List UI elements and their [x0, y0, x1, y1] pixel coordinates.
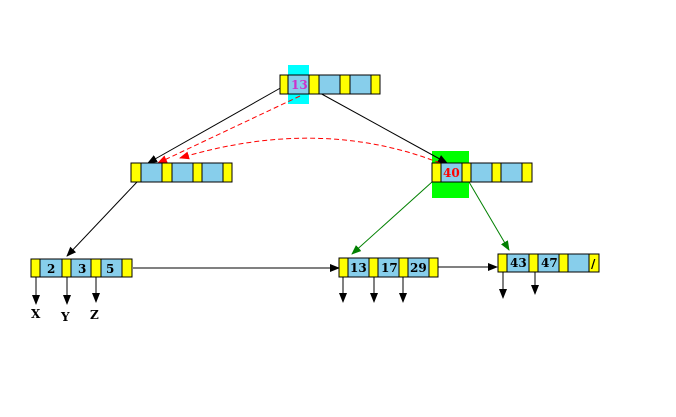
key-cell — [470, 162, 493, 183]
leaf1-key-1: 2 — [47, 262, 55, 276]
pointer-cell — [428, 257, 439, 278]
pointer-cell — [431, 162, 442, 183]
edge-root-to-left — [147, 85, 285, 164]
leaf2-key-2: 17 — [381, 261, 398, 275]
leaf3-null-pointer: / — [591, 257, 596, 271]
child-label-y: Y — [60, 310, 70, 324]
leaf-node-2: 13 17 29 — [338, 257, 439, 278]
key-cell — [140, 162, 163, 183]
root-key-1: 13 — [291, 78, 308, 92]
split-edge-to-leaf3 — [468, 181, 510, 251]
leaf2-key-1: 13 — [350, 261, 367, 275]
leaf1-key-3: 5 — [106, 262, 114, 276]
root-node: 13 — [279, 74, 381, 95]
pointer-cell — [368, 257, 379, 278]
child-label-z: Z — [90, 308, 99, 322]
pointer-cell — [497, 253, 508, 273]
key-cell — [500, 162, 523, 183]
pointer-cell — [338, 257, 349, 278]
pointer-cell — [398, 257, 409, 278]
key-cell — [349, 74, 372, 95]
pointer-cell — [161, 162, 173, 183]
pointer-cell — [558, 253, 569, 273]
pointer-cell — [339, 74, 351, 95]
right-internal-node: 40 — [431, 162, 533, 183]
move-edge-root-to-left — [157, 95, 301, 164]
pointer-cell — [308, 74, 320, 95]
pointer-cell — [30, 258, 41, 278]
edge-left-to-leaf1 — [66, 181, 138, 257]
leaf3-key-1: 43 — [510, 256, 527, 270]
split-edge-to-leaf2 — [351, 181, 433, 255]
child-label-x: X — [31, 307, 41, 321]
key-cell — [201, 162, 224, 183]
pointer-cell — [121, 258, 133, 278]
key-cell — [318, 74, 341, 95]
key-cell — [171, 162, 194, 183]
leaf-node-3: 43 47 / — [497, 253, 600, 273]
edges — [32, 85, 539, 305]
pointer-cell — [192, 162, 203, 183]
pointer-cell — [461, 162, 472, 183]
pointer-cell — [61, 258, 72, 278]
leaf3-key-2: 47 — [541, 256, 558, 270]
pointer-cell — [279, 74, 289, 95]
right-internal-key-1: 40 — [443, 166, 460, 180]
left-internal-node — [130, 162, 233, 183]
leaf1-key-2: 3 — [78, 262, 86, 276]
leaf2-key-3: 29 — [410, 261, 427, 275]
pointer-cell — [130, 162, 142, 183]
pointer-cell — [521, 162, 533, 183]
pointer-cell — [491, 162, 502, 183]
key-cell — [567, 253, 590, 273]
move-edge-right-to-left — [179, 137, 441, 164]
pointer-cell — [370, 74, 381, 95]
pointer-cell — [528, 253, 539, 273]
leaf-node-1: 2 3 5 — [30, 258, 133, 278]
pointer-cell — [222, 162, 233, 183]
edge-root-to-right — [317, 91, 448, 164]
pointer-cell — [90, 258, 102, 278]
pointer-cell — [588, 253, 600, 273]
